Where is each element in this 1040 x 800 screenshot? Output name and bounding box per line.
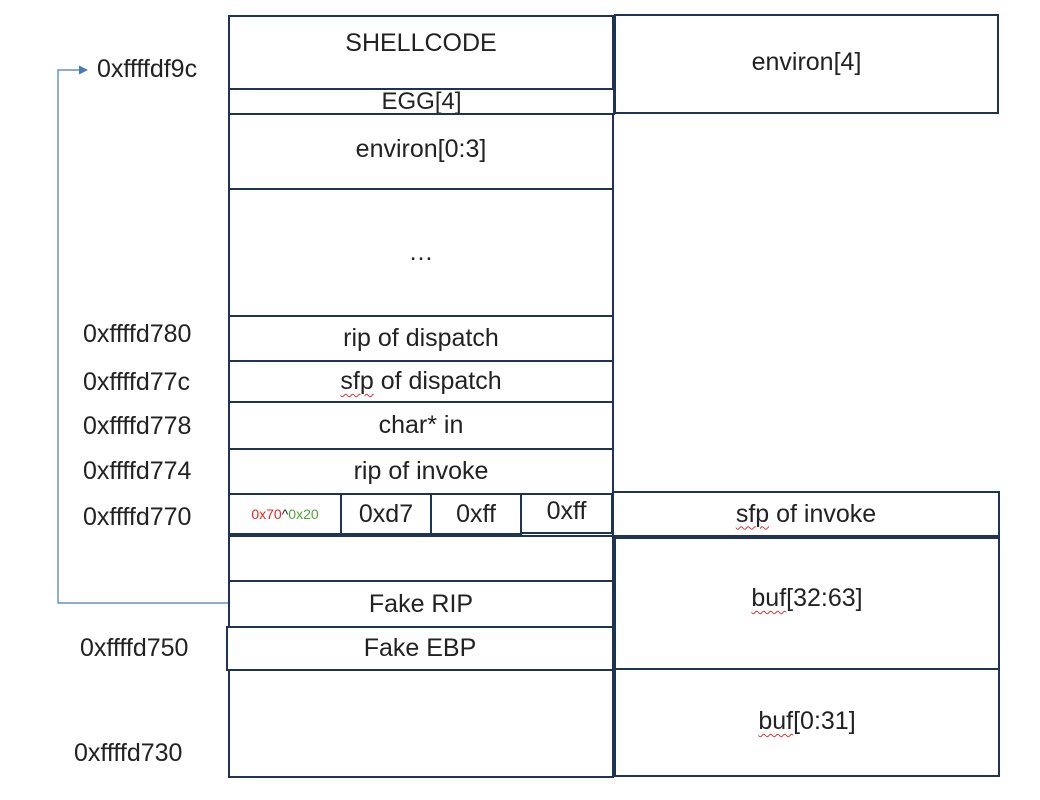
sfp-dispatch-suffix: of dispatch (373, 367, 502, 395)
char-in-block: char* in (228, 401, 614, 450)
ellipsis-label: … (408, 238, 434, 266)
xor-b: 0x20 (288, 506, 319, 522)
sfp-invoke-block: sfp of invoke (612, 491, 1000, 537)
empty-block (228, 535, 614, 582)
byte-ff-label-1: 0xff (456, 499, 496, 528)
address-d774: 0xffffd774 (83, 457, 192, 485)
ellipsis-block: … (228, 188, 614, 317)
rip-invoke-block: rip of invoke (228, 448, 614, 495)
byte-ff-cell-1: 0xff (430, 493, 522, 535)
byte-ff-cell-2: 0xff (520, 493, 613, 534)
buf-hi-block: buf[32:63] (614, 537, 1000, 670)
sfp-invoke-prefix: sfp (735, 499, 770, 528)
egg-block: EGG[4] (228, 88, 615, 115)
egg-label: EGG[4] (381, 87, 462, 115)
shellcode-label: SHELLCODE (345, 29, 497, 57)
environ-4-label: environ[4] (751, 47, 862, 76)
buf-lo-block: buf[0:31] (614, 668, 1000, 777)
sfp-invoke-label: sfp of invoke (736, 500, 876, 529)
sfp-invoke-suffix: of invoke (769, 499, 877, 528)
address-d77c: 0xffffd77c (83, 368, 191, 396)
byte-d7-cell: 0xd7 (340, 493, 432, 535)
environ-lo-label: environ[0:3] (355, 135, 487, 163)
xor-a: 0x70 (251, 506, 282, 522)
buf-lo-label: buf[0:31] (758, 707, 855, 736)
rip-dispatch-block: rip of dispatch (228, 315, 614, 362)
address-d730: 0xffffd730 (74, 739, 183, 767)
fake-rip-label: Fake RIP (368, 589, 474, 618)
byte-xor-cell: 0x70^0x20 (228, 493, 342, 535)
byte-d7-label: 0xd7 (358, 499, 414, 528)
byte-xor-label: 0x70^0x20 (251, 506, 318, 522)
sfp-dispatch-prefix: sfp (340, 367, 374, 395)
address-d778: 0xffffd778 (83, 412, 192, 440)
byte-ff-label-2: 0xff (546, 497, 587, 525)
buf-lo-prefix: buf (758, 707, 794, 735)
buf-hi-prefix: buf (751, 584, 787, 612)
fake-ebp-label: Fake EBP (363, 634, 477, 662)
buf-hi-label: buf[32:63] (751, 584, 862, 613)
buf-lo-suffix: [0:31] (793, 707, 856, 735)
environ-lo-block: environ[0:3] (228, 113, 614, 190)
address-d750: 0xffffd750 (80, 634, 189, 662)
buf-hi-suffix: [32:63] (786, 584, 863, 612)
xor-op: ^ (281, 506, 289, 522)
shellcode-block: SHELLCODE (228, 15, 614, 90)
arrow-head-icon (79, 65, 88, 75)
bottom-block (228, 669, 614, 778)
fake-rip-block: Fake RIP (228, 580, 614, 628)
rip-dispatch-label: rip of dispatch (343, 324, 499, 352)
fake-ebp-block: Fake EBP (226, 626, 614, 671)
sfp-dispatch-label: sfp of dispatch (340, 367, 501, 396)
char-in-label: char* in (378, 411, 464, 439)
rip-invoke-label: rip of invoke (353, 457, 489, 485)
address-d780: 0xffffd780 (83, 320, 192, 348)
address-df9c: 0xffffdf9c (97, 55, 198, 83)
arrow-line (57, 69, 228, 604)
environ-4-block: environ[4] (614, 14, 999, 114)
sfp-dispatch-block: sfp of dispatch (228, 360, 614, 403)
address-d770: 0xffffd770 (83, 503, 192, 531)
